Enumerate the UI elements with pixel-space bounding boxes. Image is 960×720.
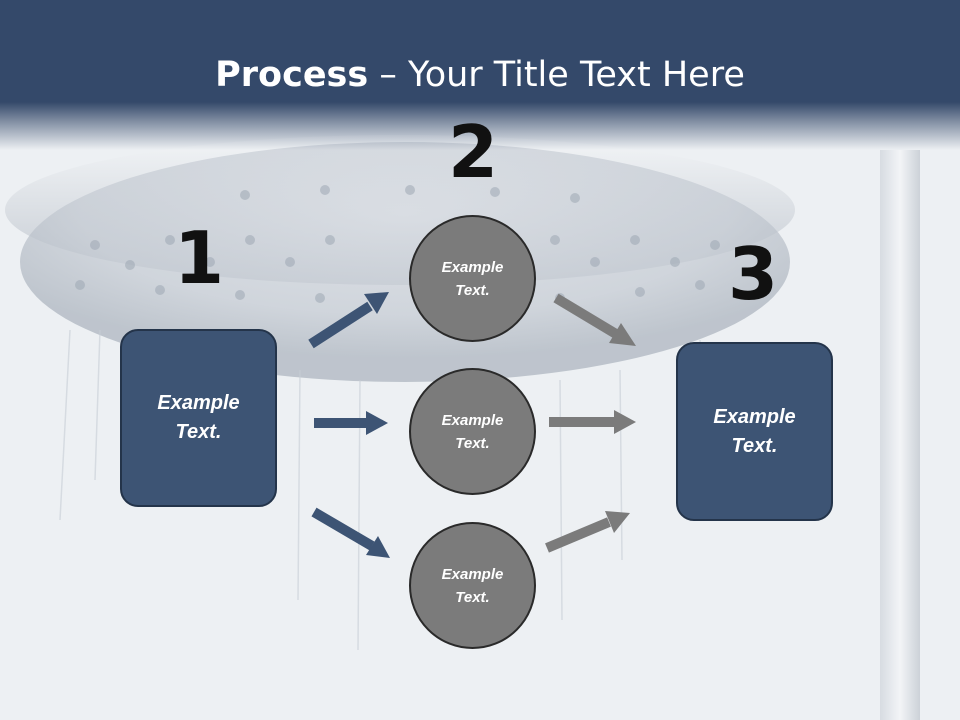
step-2-circle-2: Example Text.: [409, 368, 536, 495]
step-3-box: Example Text.: [676, 342, 833, 521]
arrow-circle-1-to-3: [553, 293, 636, 346]
step-3-number: 3: [727, 232, 779, 316]
step-2-circle-3: Example Text.: [409, 522, 536, 649]
step-2-number: 2: [447, 110, 499, 194]
step-2-circle-3-text: Example Text.: [441, 565, 504, 606]
step-3-text: Example Text.: [713, 405, 796, 457]
step-1-box: Example Text.: [120, 329, 277, 507]
step-2-circle-1: Example Text.: [409, 215, 536, 342]
page-title: Process – Your Title Text Here: [0, 54, 960, 96]
step-1-number: 1: [173, 216, 225, 300]
title-rest: – Your Title Text Here: [368, 55, 745, 95]
arrow-1-to-circle-3: [311, 507, 390, 558]
arrow-1-to-circle-2: [314, 411, 388, 435]
title-bold: Process: [215, 55, 369, 95]
step-1-text: Example Text.: [157, 392, 240, 443]
arrow-1-to-circle-1: [308, 292, 389, 349]
title-bar: [0, 0, 960, 150]
step-2-circle-1-text: Example Text.: [441, 258, 504, 299]
arrow-circle-3-to-3: [545, 511, 630, 553]
step-2-circle-2-text: Example Text.: [441, 411, 504, 452]
arrow-circle-2-to-3: [549, 410, 636, 434]
